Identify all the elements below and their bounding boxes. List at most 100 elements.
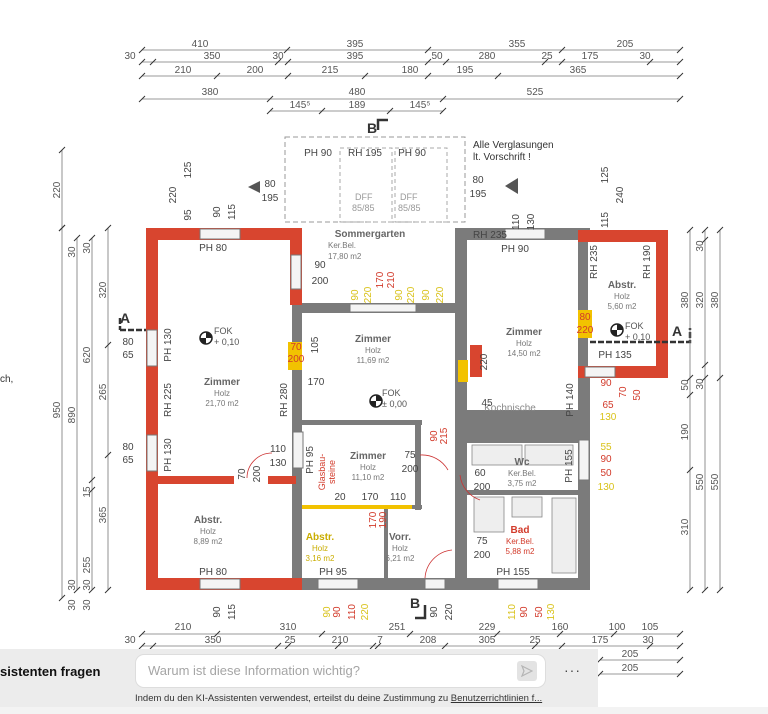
height-label: RH 235 [473,230,507,241]
opening-dimension: 125 [183,161,194,178]
assistant-input-box[interactable] [135,654,546,688]
view-arrow-icon [248,181,260,193]
room-floor: Holz [214,389,230,398]
opening-dimension: 90 [519,606,530,618]
opening-dimension: 90 [600,454,612,465]
window [578,439,590,481]
dimension-tick [138,630,146,638]
dimension-label: 105 [642,622,659,633]
height-label: PH 95 [319,567,347,578]
opening-dimension: 115 [600,212,611,228]
dimension-tick [558,46,566,54]
dimension-label: 200 [247,65,264,76]
level-marker-icon [370,395,382,407]
window [146,434,158,472]
section-marker: B [410,595,420,611]
opening-dimension: 170 [308,377,325,388]
dimension-label: 50 [680,379,691,391]
wall-red [268,476,296,484]
guidelines-link[interactable]: Benutzerrichtlinien f... [450,693,543,704]
height-label: RH 235 [589,245,600,279]
window [349,303,417,313]
dimension-label: 30 [272,51,284,62]
opening-dimension: 210 [386,271,397,288]
dimension-tick [361,72,369,80]
dimension-tick [369,642,377,650]
assistant-question-input[interactable] [146,662,510,679]
opening-dimension: 90 [332,606,343,618]
dimension-label: 175 [592,635,609,646]
dimension-label: 145⁵ [290,100,311,111]
dimension-tick [716,586,724,594]
dimension-label: 7 [377,635,383,646]
dimension-label: 380 [680,291,691,308]
dimension-label: 265 [98,383,109,400]
height-label: PH 155 [496,567,530,578]
opening-dimension: 80 [264,179,276,190]
height-label: PH 155 [564,449,575,483]
dimension-tick [439,95,447,103]
dimension-tick [104,451,112,459]
more-options-button[interactable]: ··· [564,662,581,678]
height-label: PH 135 [598,350,632,361]
dimension-tick [386,107,394,115]
wall-red [656,230,668,378]
dff-label: 85/85 [398,203,421,213]
dimension-tick [676,642,684,650]
room-name: Kochnische [484,403,536,414]
section-line-b [415,605,427,620]
height-label: RH 225 [163,383,174,417]
dimension-label: 890 [67,406,78,423]
opening-dimension: 220 [444,603,455,620]
room-area: 6,21 m2 [386,554,415,563]
opening-dimension: 200 [312,276,329,287]
opening-dimension: 195 [470,189,487,200]
dimension-label: 30 [639,51,651,62]
window [497,578,539,590]
dimension-tick [73,234,81,242]
wall-grey [578,228,588,378]
dimension-tick [701,374,709,382]
door-swing [424,549,453,579]
dimension-label: 30 [67,599,78,611]
dimension-label: 550 [710,473,721,490]
dimension-tick [284,642,292,650]
opening-dimension: 90 [394,289,405,301]
dimension-label: 30 [695,378,706,390]
dimension-tick [88,586,96,594]
dimension-label: 30 [124,635,136,646]
dimension-label: 30 [67,579,78,591]
dimension-tick [318,107,326,115]
dimension-tick [701,236,709,244]
dimension-lines [58,46,724,678]
dimension-label: 175 [582,51,599,62]
level-label: FOK [625,321,644,331]
wall-grey [467,490,578,495]
dimension-tick [558,642,566,650]
wall-red [152,476,234,484]
opening-dimension: 200 [252,465,263,482]
dimension-label: 950 [52,401,63,418]
dimension-tick [610,630,618,638]
send-button[interactable] [517,661,537,681]
dimension-tick [104,224,112,232]
dimension-label: 205 [622,649,639,660]
dimension-tick [646,58,654,66]
dimension-label: 395 [347,51,364,62]
opening-dimension: 90 [429,430,440,442]
dimension-tick [676,72,684,80]
room-name: Bad [511,525,530,536]
room-floor: Ker.Bel. [506,537,534,546]
dimension-tick [73,586,81,594]
wall-grey [455,228,467,590]
wall-red [578,230,668,242]
dimension-tick [494,72,502,80]
dimension-label: 255 [82,556,93,573]
window [146,329,158,367]
dimension-tick [149,58,157,66]
dimension-label: 355 [509,39,526,50]
opening-dimension: 110 [347,604,358,620]
room-area: 8,89 m2 [194,537,223,546]
opening-dimension: 90 [212,606,223,618]
